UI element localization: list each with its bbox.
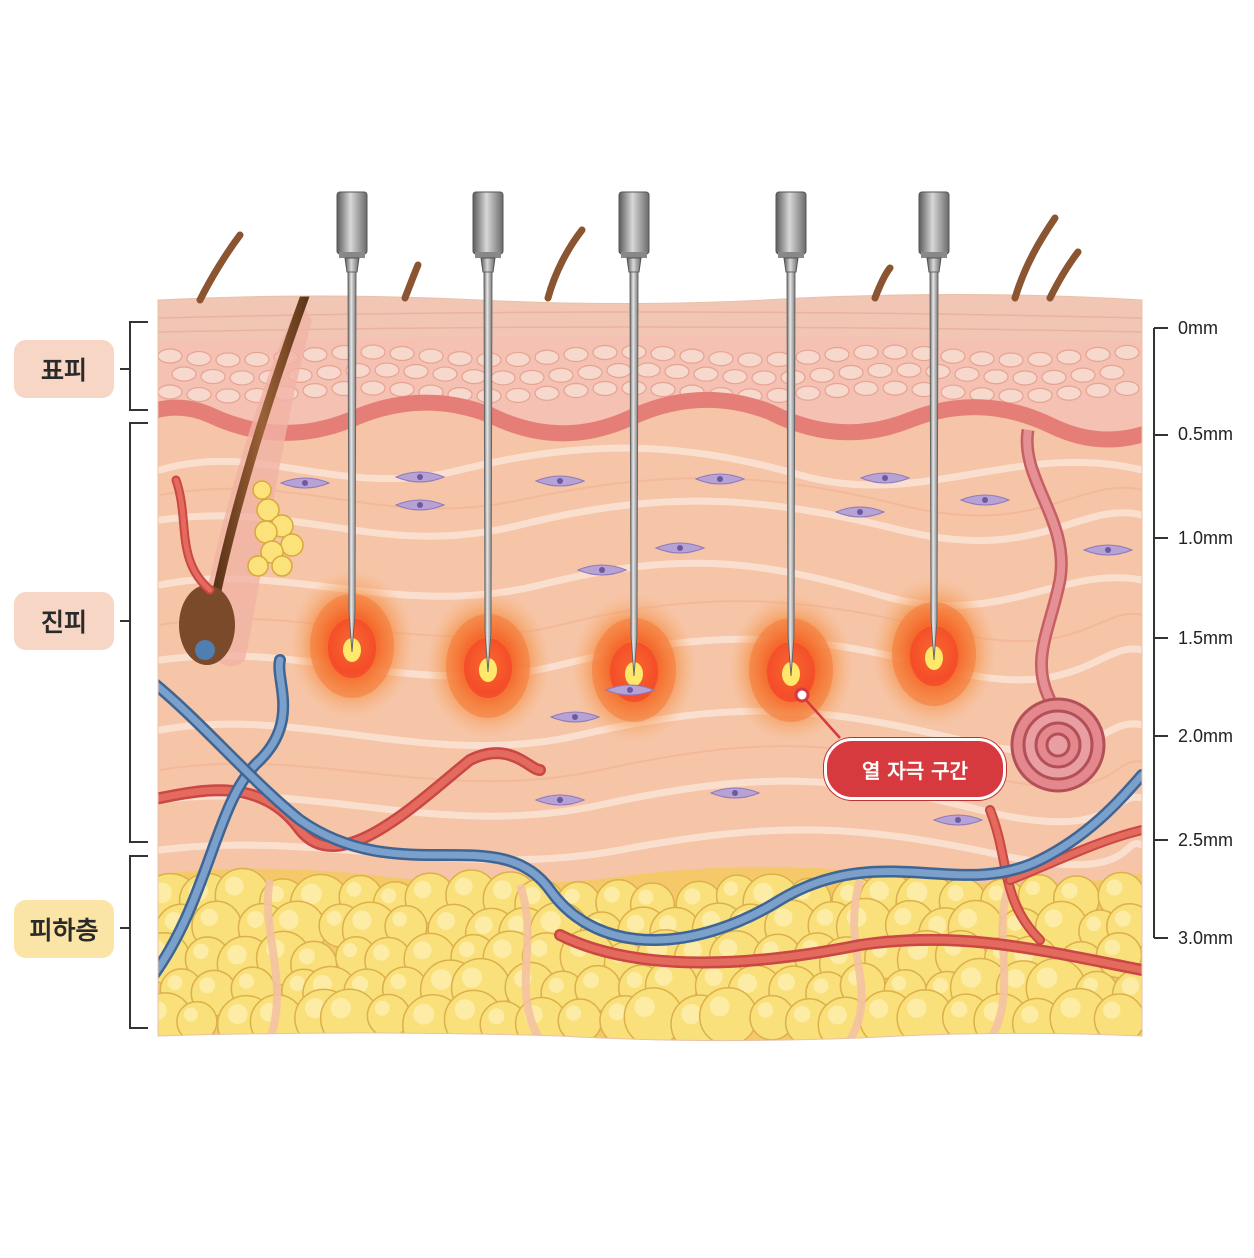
layer-label-hypodermis: 피하층 (14, 900, 114, 958)
microneedle-1 (336, 191, 368, 653)
microneedle-2 (472, 191, 504, 673)
depth-tick-3: 1.5mm (1178, 628, 1234, 648)
depth-tick-0: 0mm (1178, 318, 1218, 338)
depth-tick-6: 3.0mm (1178, 928, 1234, 948)
heat-zone-callout: 열 자극 구간 (824, 738, 1006, 800)
microneedle-5 (918, 191, 950, 661)
depth-tick-2: 1.0mm (1178, 528, 1234, 548)
sebaceous-gland (247, 480, 304, 577)
layer-brackets (120, 321, 148, 1029)
callout-pointer (794, 687, 841, 739)
layer-label-dermis: 진피 (14, 592, 114, 650)
hair-follicle (179, 294, 315, 667)
sweat-gland (1010, 428, 1106, 793)
microneedle-3 (618, 191, 650, 677)
microneedles (336, 191, 950, 677)
fibroblast-cells (279, 471, 1134, 826)
depth-scale-ruler (1153, 327, 1168, 939)
depth-tick-1: 0.5mm (1178, 424, 1234, 444)
depth-tick-5: 2.5mm (1178, 830, 1234, 850)
blood-vessels (158, 475, 1142, 986)
layer-label-epidermis: 표피 (14, 340, 114, 398)
depth-tick-4: 2.0mm (1178, 726, 1234, 746)
surface-hairs (196, 214, 1082, 304)
microneedle-4 (775, 191, 807, 677)
